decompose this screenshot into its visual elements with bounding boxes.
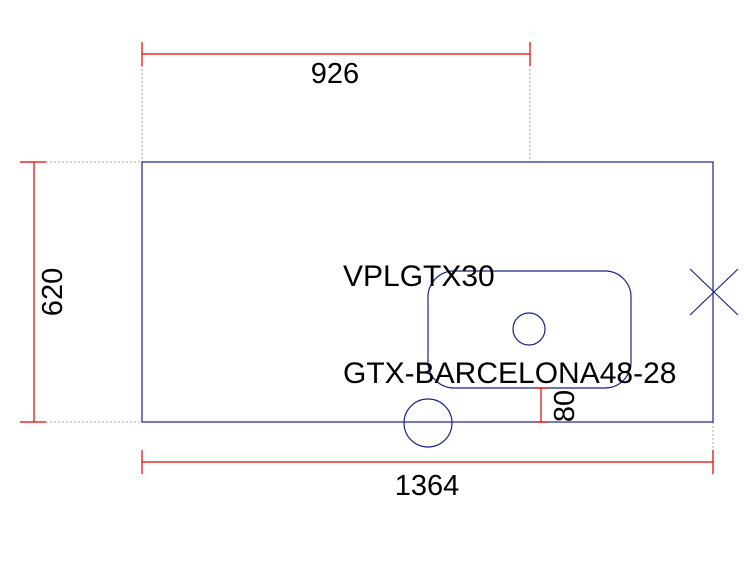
model-code-label: VPLGTX30 bbox=[343, 260, 495, 293]
drain-circle bbox=[512, 312, 546, 346]
dimension-left-label: 620 bbox=[37, 268, 69, 316]
dimension-edge-offset-label: 80 bbox=[549, 390, 581, 422]
tap-hole-circle bbox=[403, 398, 453, 448]
dimension-top-label: 926 bbox=[311, 58, 359, 90]
dimension-bottom-label: 1364 bbox=[395, 470, 460, 502]
dimension-lines bbox=[20, 42, 714, 474]
countertop-outline bbox=[141, 161, 714, 423]
product-name-label: GTX-BARCELONA48-28 bbox=[343, 357, 676, 390]
basin-outline bbox=[427, 270, 632, 389]
side-mark-x-icon bbox=[689, 268, 739, 316]
